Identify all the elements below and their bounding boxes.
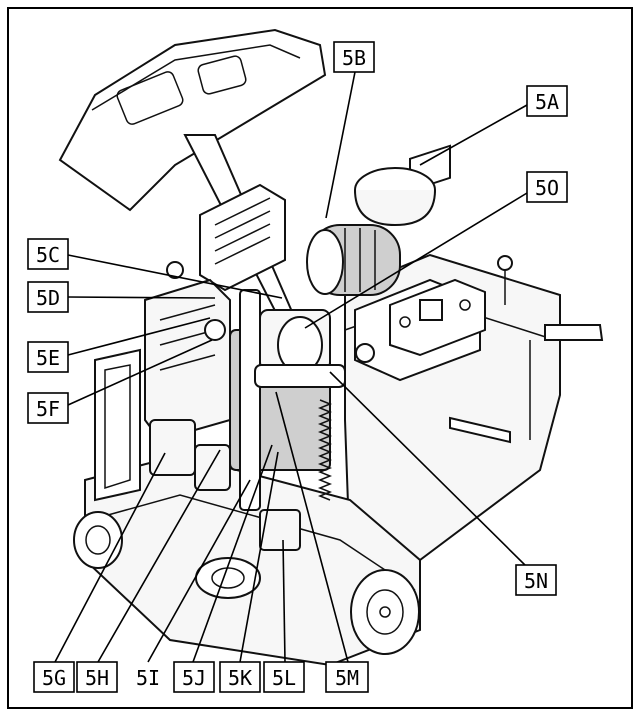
wheel-rear: [350, 569, 420, 655]
leader-5F: [67, 339, 213, 406]
callout-5D: 5D: [27, 281, 69, 313]
air-cleaner-dome: [354, 167, 436, 227]
leader-5C: [67, 254, 283, 299]
callout-5H-text: 5H: [85, 666, 109, 690]
callout-5H: 5H: [76, 661, 118, 693]
rear-handle: [497, 255, 604, 341]
callout-5J: 5J: [173, 661, 215, 693]
callout-5A-text: 5A: [535, 90, 559, 114]
callout-5L-text: 5L: [272, 666, 296, 690]
leader-5I: [147, 479, 251, 663]
callout-5L: 5L: [263, 661, 305, 693]
callout-5J-text: 5J: [182, 666, 206, 690]
callout-5M-text: 5M: [335, 666, 359, 690]
callout-5N-text: 5N: [524, 569, 548, 593]
callout-5C: 5C: [27, 238, 69, 270]
callout-5I-text: 5I: [136, 666, 160, 690]
leader-5L: [282, 539, 286, 663]
callout-5F-text: 5F: [36, 397, 60, 421]
callout-5C-text: 5C: [36, 243, 60, 267]
wheel-center: [195, 557, 261, 599]
leader-5A: [419, 104, 528, 166]
diagram-frame: [7, 7, 633, 709]
callout-5A: 5A: [526, 85, 568, 117]
callout-5E-text: 5E: [36, 346, 60, 370]
engine-filter: [306, 224, 401, 296]
callout-5K: 5K: [219, 661, 261, 693]
leader-5G: [54, 452, 166, 663]
leader-5B: [325, 71, 356, 219]
coil-spring: [317, 399, 333, 501]
water-tank: [239, 289, 346, 511]
callout-5B-text: 5B: [342, 46, 366, 70]
callout-5N: 5N: [515, 564, 557, 596]
callout-5G-text: 5G: [42, 666, 66, 690]
callout-5E: 5E: [27, 341, 69, 373]
control-panel: [355, 278, 486, 363]
callout-5O: 5O: [526, 171, 568, 203]
callout-5G: 5G: [33, 661, 75, 693]
air-filter: [199, 183, 286, 292]
callout-5M: 5M: [325, 661, 369, 693]
callout-5F: 5F: [27, 392, 69, 424]
callout-5K-text: 5K: [228, 666, 252, 690]
callout-5D-text: 5D: [36, 286, 60, 310]
leader-5D: [67, 296, 216, 299]
mount-block: [259, 509, 301, 551]
wheel-front-left: [73, 511, 123, 569]
leader-5J: [192, 444, 273, 663]
belt-guard: [94, 348, 141, 502]
callout-5O-text: 5O: [535, 176, 559, 200]
leader-5K: [239, 451, 279, 663]
leader-5H: [97, 449, 221, 663]
hydraulic-pump: [144, 261, 231, 442]
leader-5M: [275, 391, 349, 663]
raised-hood: [58, 28, 327, 212]
leader-5O: [304, 192, 528, 329]
callout-5B: 5B: [333, 41, 375, 73]
callout-5I: 5I: [136, 666, 160, 690]
leader-5E: [67, 317, 211, 356]
callout-labels: 5A 5B 5O 5C 5D 5E 5F 5N: [27, 41, 568, 693]
leader-lines: [54, 71, 528, 663]
machine-illustration: [58, 28, 604, 667]
leader-5N: [329, 371, 528, 568]
